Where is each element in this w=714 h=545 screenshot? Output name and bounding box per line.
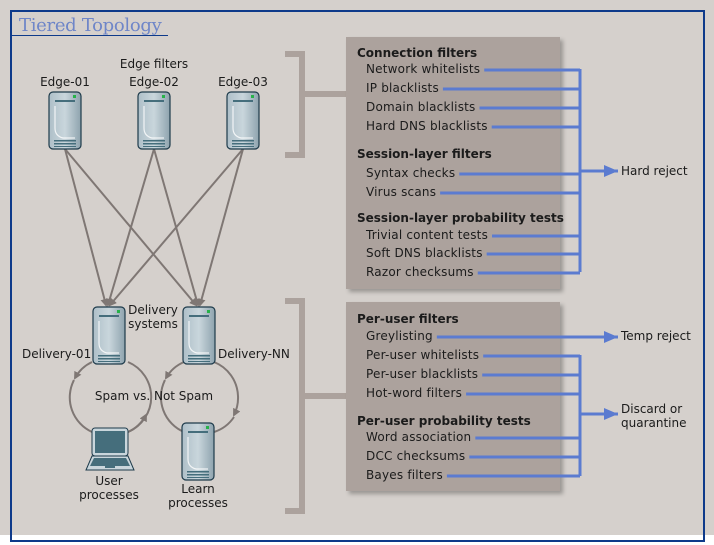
filter-item: Greylisting [366, 329, 433, 343]
delivery-01-server-icon [92, 306, 126, 365]
filter-item: IP blacklists [366, 81, 439, 95]
spam-loop-label: Spam vs. Not Spam [94, 389, 214, 403]
filter-item: Syntax checks [366, 166, 456, 180]
delivery-group-label-line2: systems [128, 317, 178, 331]
filter-item: Per-user blacklists [366, 367, 479, 381]
filter-item: Soft DNS blacklists [366, 246, 483, 260]
title-underline [10, 35, 168, 36]
edge-01-label: Edge-01 [40, 75, 90, 89]
user-processes-label-line1: User [95, 474, 123, 488]
link-edge01-delivery01 [64, 148, 109, 307]
bracket-top [285, 51, 347, 158]
link-edge03-delivery01 [108, 148, 244, 307]
learn-processes-label-line1: Learn [181, 482, 215, 496]
user-processes-label-line2: processes [79, 488, 139, 502]
edge-02-server-icon [137, 91, 171, 150]
filter-item: Network whitelists [366, 62, 481, 76]
delivery-nn-server-icon [182, 306, 216, 365]
panel-session-filters [346, 37, 560, 289]
filter-item: Hard DNS blacklists [366, 119, 488, 133]
filter-item: Trivial content tests [366, 228, 489, 242]
learn-server-icon [181, 422, 215, 481]
loop-user-right [127, 413, 147, 433]
loop-learn-left2 [159, 379, 185, 433]
laptop-icon [85, 427, 135, 471]
edge-delivery-links [64, 148, 244, 307]
filter-item: Per-user whitelists [366, 348, 480, 362]
panel-group-heading: Session-layer probability tests [357, 211, 564, 225]
panel-group-heading: Connection filters [357, 46, 478, 60]
panel-group-heading: Per-user probability tests [357, 414, 531, 428]
link-edge02-delivery01 [105, 148, 155, 307]
edge-03-server-icon [226, 91, 260, 150]
diagram-title: Tiered Topology [19, 15, 162, 36]
panel-group-heading: Per-user filters [357, 312, 459, 326]
delivery-group-label-line1: Delivery [128, 303, 178, 317]
delivery-01-label: Delivery-01 [22, 347, 92, 361]
edge-03-label: Edge-03 [218, 75, 268, 89]
diagram-frame [10, 10, 705, 542]
edge-group-label: Edge filters [119, 57, 189, 71]
outcome-discard-line2: quarantine [621, 416, 687, 430]
loop-user-left2 [68, 379, 93, 433]
filter-item: Razor checksums [366, 265, 474, 279]
filter-item: Word association [366, 430, 472, 444]
edge-01-server-icon [48, 91, 82, 150]
delivery-nn-label: Delivery-NN [218, 347, 290, 361]
loop-user-left [74, 361, 93, 380]
panel-group-heading: Session-layer filters [357, 147, 492, 161]
loop-learn-right2 [213, 416, 235, 433]
loop-learn-right [213, 361, 241, 417]
learn-processes-label-line2: processes [168, 496, 228, 510]
filter-item: Domain blacklists [366, 100, 476, 114]
edge-02-label: Edge-02 [129, 75, 179, 89]
link-edge03-deliverynn [197, 148, 244, 307]
bracket-bottom [285, 298, 347, 514]
outcome-discard-line1: Discard or [621, 402, 683, 416]
outcome-hard-reject: Hard reject [621, 164, 688, 178]
outcome-temp-reject: Temp reject [621, 329, 691, 343]
filter-item: Bayes filters [366, 468, 443, 482]
filter-item: DCC checksums [366, 449, 466, 463]
filter-item: Hot-word filters [366, 386, 463, 400]
filter-item: Virus scans [366, 185, 437, 199]
panel-per-user-filters [346, 302, 560, 491]
